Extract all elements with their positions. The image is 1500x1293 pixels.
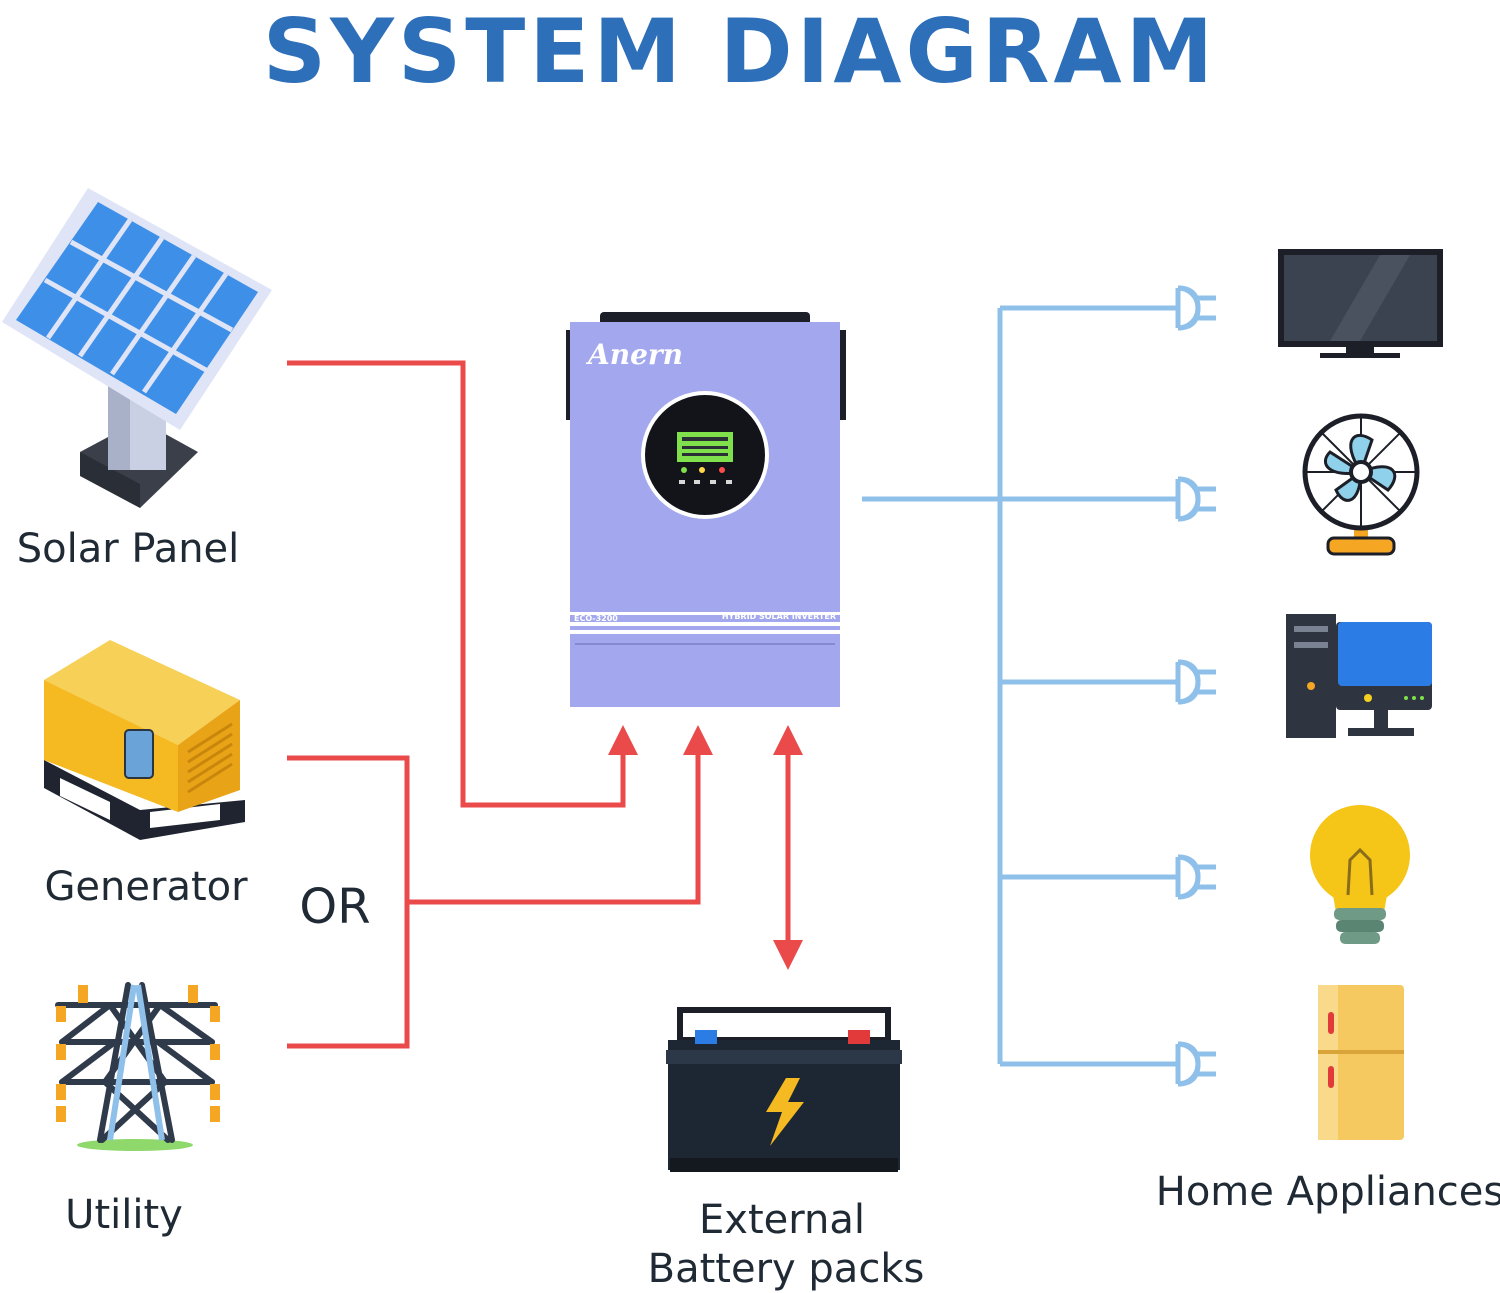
television-icon xyxy=(1278,249,1443,358)
plug-icon xyxy=(1178,479,1216,519)
input-connections xyxy=(287,360,803,1049)
computer-icon xyxy=(1286,614,1432,738)
plug-icon xyxy=(1178,288,1216,328)
battery-icon xyxy=(666,1007,902,1172)
light-bulb-icon xyxy=(1310,805,1410,944)
or-label: OR xyxy=(299,879,370,935)
output-connections xyxy=(862,288,1216,1084)
utility-label: Utility xyxy=(65,1192,183,1238)
plug-icon xyxy=(1178,662,1216,702)
fan-icon xyxy=(1302,413,1420,556)
refrigerator-icon xyxy=(1318,985,1404,1140)
plug-icon xyxy=(1178,1044,1216,1084)
solar-panel-label: Solar Panel xyxy=(17,526,240,572)
inverter-brand: Anern xyxy=(585,338,683,371)
solar-to-inverter-line xyxy=(287,360,638,808)
plug-icon xyxy=(1178,857,1216,897)
inverter-type: HYBRID SOLAR INVERTER xyxy=(722,612,836,621)
utility-tower-icon xyxy=(55,982,220,1151)
grid-to-inverter-line xyxy=(407,725,713,905)
home-appliances-label: Home Appliances xyxy=(1156,1169,1500,1215)
inverter-model: ECO-3200 xyxy=(574,614,618,623)
hybrid-inverter: Anern ECO-3200 HYBRID SOLAR INVERTER xyxy=(566,312,846,707)
status-led-green xyxy=(681,467,687,473)
page-title: SYSTEM DIAGRAM xyxy=(263,0,1217,103)
battery-label-line2: Battery packs xyxy=(648,1246,925,1292)
generator-label: Generator xyxy=(44,864,248,910)
status-led-red xyxy=(719,467,725,473)
solar-panel-icon xyxy=(2,188,272,508)
status-led-yellow xyxy=(699,467,705,473)
generator-icon xyxy=(44,640,245,840)
battery-label-line1: External xyxy=(699,1197,865,1243)
